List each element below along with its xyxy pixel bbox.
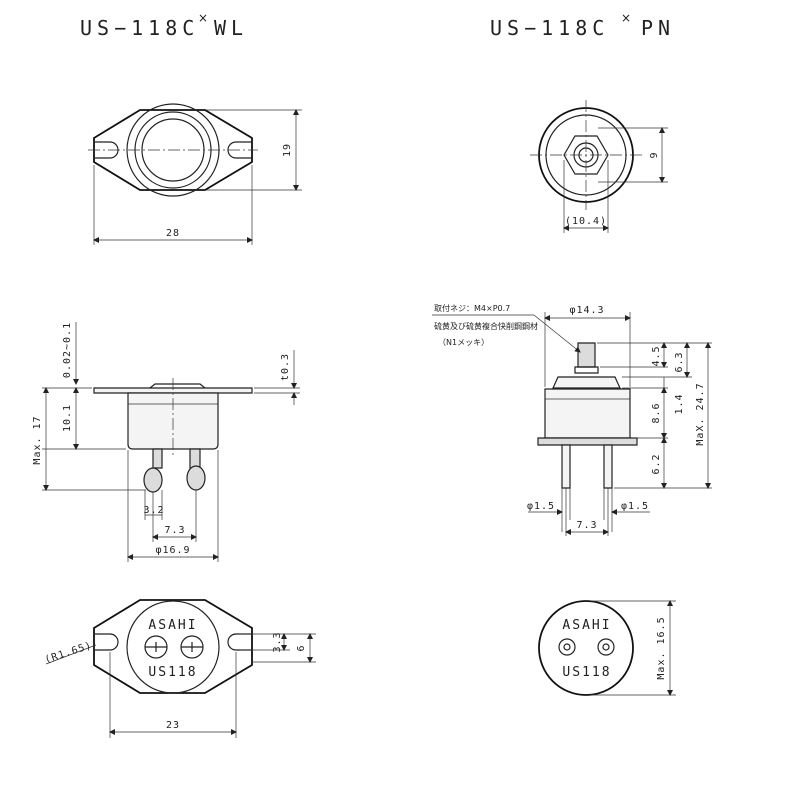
- top-right-view: 9 (10.4): [530, 100, 668, 233]
- title-left-mark: ×: [198, 11, 208, 25]
- side-left-pitch-label: 7.3: [164, 525, 185, 536]
- title-right-suffix: PN: [641, 16, 675, 40]
- side-right-body-label: 8.6: [651, 402, 662, 423]
- side-right-note-plating: （N1メッキ）: [438, 338, 489, 347]
- side-right-stud-base: [574, 366, 599, 374]
- top-left-flange-outline: [93, 109, 253, 191]
- side-right-note-screw: 取付ネジ：M4×P0.7: [434, 303, 510, 313]
- bottom-left-flange-outline: [93, 599, 253, 694]
- side-left-body-label: 10.1: [62, 404, 73, 432]
- side-left-terminal-stem-right: [189, 448, 201, 469]
- bottom-left-model: US118: [148, 665, 197, 680]
- bottom-right-pin-right-outer: [597, 638, 615, 656]
- side-right-pin-left: [561, 444, 571, 489]
- title-right: US−118C × PN: [490, 11, 675, 40]
- side-right-max-label: MaX. 24.7: [695, 382, 706, 445]
- side-right-base: [537, 437, 638, 446]
- side-right-hex-label: 1.4: [674, 393, 685, 414]
- side-right-pin-right-label: φ1.5: [621, 501, 649, 512]
- side-left-terminal-right: [186, 465, 206, 491]
- bottom-left-slot-h-label: 6: [296, 644, 307, 651]
- side-left-terminal-stem-left: [152, 448, 163, 469]
- bottom-right-model: US118: [562, 665, 611, 680]
- bottom-left-body: [126, 600, 220, 694]
- bottom-right-pin-right-inner: [602, 643, 610, 651]
- top-right-height-label: 9: [649, 151, 660, 158]
- side-right-body: [544, 388, 631, 439]
- side-left-terminal-left: [143, 467, 163, 493]
- bottom-right-view: ASAHI US118 Max. 16.5: [538, 600, 676, 696]
- side-right-pitch-label: 7.3: [576, 520, 597, 531]
- title-left-suffix: WL: [214, 16, 248, 40]
- side-right-diameter-label: φ14.3: [569, 305, 604, 316]
- side-left-terminal-label: 3.2: [143, 505, 164, 516]
- title-right-main: US−118C: [490, 16, 609, 40]
- side-left-diameter-label: φ16.9: [155, 545, 190, 556]
- top-left-width-label: 28: [166, 228, 180, 239]
- side-right-stud-total-label: 6.3: [674, 351, 685, 372]
- bottom-left-radius-leader: [45, 644, 97, 665]
- bottom-left-brand: ASAHI: [148, 618, 197, 633]
- bottom-right-brand: ASAHI: [562, 618, 611, 633]
- side-right-stud-label: 4.5: [651, 345, 662, 366]
- side-left-max-label: Max. 17: [32, 415, 43, 464]
- side-right-stud: [577, 342, 596, 368]
- side-left-flange: [93, 387, 253, 394]
- side-right-pin-right: [603, 444, 613, 489]
- bottom-right-max-label: Max. 16.5: [656, 616, 667, 679]
- top-left-height-label: 19: [282, 143, 293, 157]
- title-left: US−118C × WL: [80, 11, 248, 40]
- bottom-right-pin-left-outer: [558, 638, 576, 656]
- side-left-gap-label: 0.02~0.1: [62, 322, 73, 378]
- top-right-hex: [563, 135, 609, 175]
- bottom-right-body: [538, 600, 634, 696]
- side-right-note-material: 硫黄及び硫黄複合快削鋼鋼材: [434, 321, 538, 331]
- side-right-hex: [552, 376, 621, 389]
- title-right-mark: ×: [621, 11, 631, 25]
- side-right-pin-left-label: φ1.5: [527, 501, 555, 512]
- side-left-cap-top: [149, 383, 206, 389]
- side-left-flange-label: t0.3: [280, 353, 291, 381]
- bottom-left-slot-right: [227, 633, 252, 651]
- side-right-pins-label: 6.2: [651, 453, 662, 474]
- bottom-left-slot-left: [94, 633, 119, 651]
- title-left-main: US−118C: [80, 16, 199, 40]
- top-right-width-label: (10.4): [565, 216, 607, 227]
- bottom-left-view: ASAHI US118 (R1.65) 3.3 6 23: [44, 599, 316, 738]
- bottom-left-radius-label: (R1.65): [44, 640, 94, 666]
- side-right-view: 取付ネジ：M4×P0.7 硫黄及び硫黄複合快削鋼鋼材 （N1メッキ） φ14.3…: [432, 303, 712, 536]
- bottom-right-pin-left-inner: [563, 643, 571, 651]
- top-left-view: 19 28: [88, 103, 302, 245]
- side-left-view: 10.1 0.02~0.1 Max. 17 t0.3 3.2 7.3 φ16.9: [32, 322, 300, 562]
- bottom-left-width-label: 23: [166, 720, 180, 731]
- bottom-left-slot-label: 3.3: [272, 631, 283, 652]
